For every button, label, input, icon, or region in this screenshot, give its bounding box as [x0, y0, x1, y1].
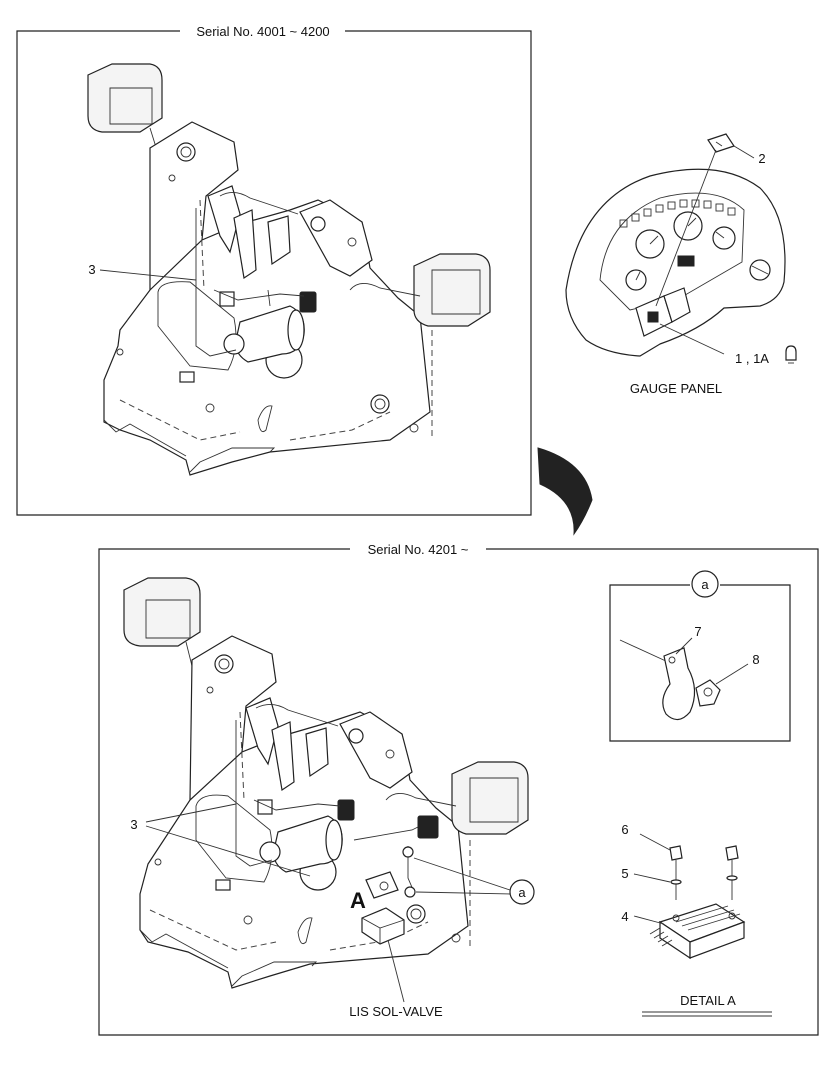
bulb-icon [785, 345, 797, 364]
callout-3-bottom-label: 3 [130, 817, 137, 832]
detail-a: 6 5 4 DETAIL A [621, 822, 772, 1017]
callout-2-label: 2 [758, 151, 765, 166]
callout-3-bottom: 3 [130, 803, 311, 877]
bottom-panel: Serial No. 4201 ~ [98, 542, 819, 1036]
detail-a-small: a 7 8 [609, 570, 791, 742]
frame-assembly-top [87, 63, 491, 476]
callout-3-top: 3 [88, 262, 197, 281]
top-panel-title: Serial No. 4001 ~ 4200 [196, 24, 329, 39]
callout-5-label: 5 [621, 866, 628, 881]
flow-arrow-icon [537, 447, 593, 536]
valve-label-group: LIS SOL-VALVE [349, 939, 443, 1019]
callout-3-top-label: 3 [88, 262, 95, 277]
gauge-panel-label: GAUGE PANEL [630, 381, 722, 396]
detail-small-a-label: a [701, 577, 709, 592]
callout-8-label: 8 [752, 652, 759, 667]
top-panel: Serial No. 4001 ~ 4200 [16, 24, 532, 516]
detail-a-marker: A [350, 888, 366, 913]
callout-a-bottom: a [413, 857, 535, 905]
detail-a-title: DETAIL A [680, 993, 736, 1008]
frame-assembly-bottom [123, 577, 529, 989]
callout-4-label: 4 [621, 909, 628, 924]
callout-7-label: 7 [694, 624, 701, 639]
bottom-panel-title: Serial No. 4201 ~ [368, 542, 469, 557]
callout-6-label: 6 [621, 822, 628, 837]
gauge-panel: 2 1 , 1A GAUGE PANEL [565, 133, 797, 396]
valve-label: LIS SOL-VALVE [349, 1004, 443, 1019]
callout-a-bottom-label: a [518, 885, 526, 900]
callout-1-1a-label: 1 , 1A [735, 351, 769, 366]
